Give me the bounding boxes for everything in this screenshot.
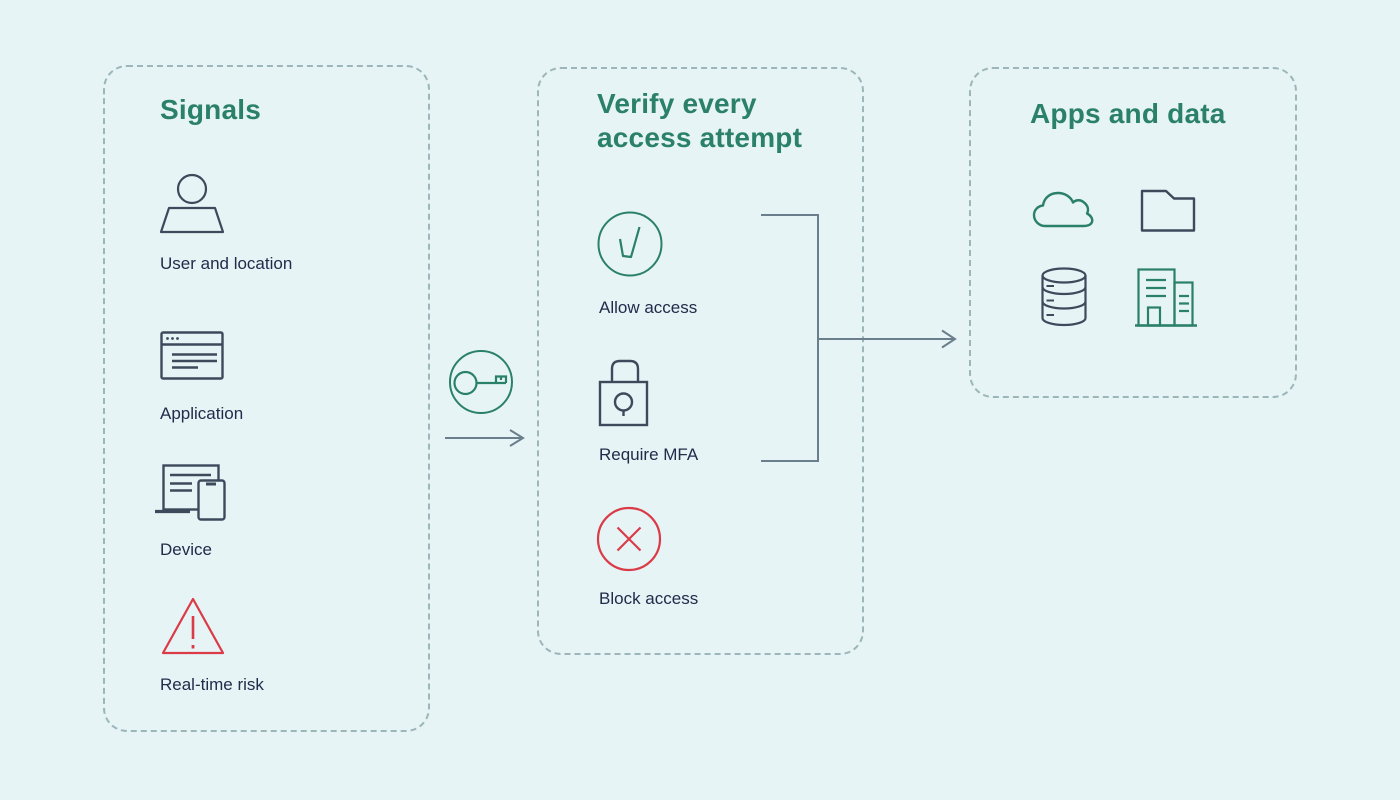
signal-label-application: Application	[160, 404, 244, 423]
signal-label-user: User and location	[160, 254, 293, 273]
mfa-lock-icon	[598, 357, 650, 427]
allow-check-icon	[596, 210, 664, 278]
signal-label-device: Device	[160, 540, 212, 559]
verify-label-allow: Allow access	[599, 298, 698, 317]
application-icon	[160, 331, 224, 380]
verify-label-block: Block access	[599, 589, 699, 608]
user-icon	[158, 172, 226, 234]
panel-verify-title: Verify every access attempt	[597, 88, 803, 153]
verify-label-mfa: Require MFA	[599, 445, 699, 464]
risk-triangle-icon	[160, 595, 226, 657]
block-x-icon	[596, 506, 662, 572]
panel-apps: Apps and data	[969, 67, 1297, 398]
panel-verify: Verify every access attempt Allow access…	[537, 67, 864, 655]
folder-icon	[1140, 188, 1196, 233]
device-icon	[148, 462, 228, 522]
database-icon	[1040, 266, 1088, 330]
panel-signals-title: Signals	[160, 94, 261, 125]
merge-bracket-arrow-icon	[755, 205, 965, 471]
signal-label-risk: Real-time risk	[160, 675, 264, 694]
key-icon	[448, 349, 514, 415]
cloud-icon	[1031, 189, 1097, 229]
panel-signals: Signals User and location Application	[103, 65, 430, 732]
building-icon	[1134, 267, 1198, 328]
panel-apps-title: Apps and data	[1030, 98, 1226, 129]
flow-arrow-right-icon	[444, 427, 528, 449]
